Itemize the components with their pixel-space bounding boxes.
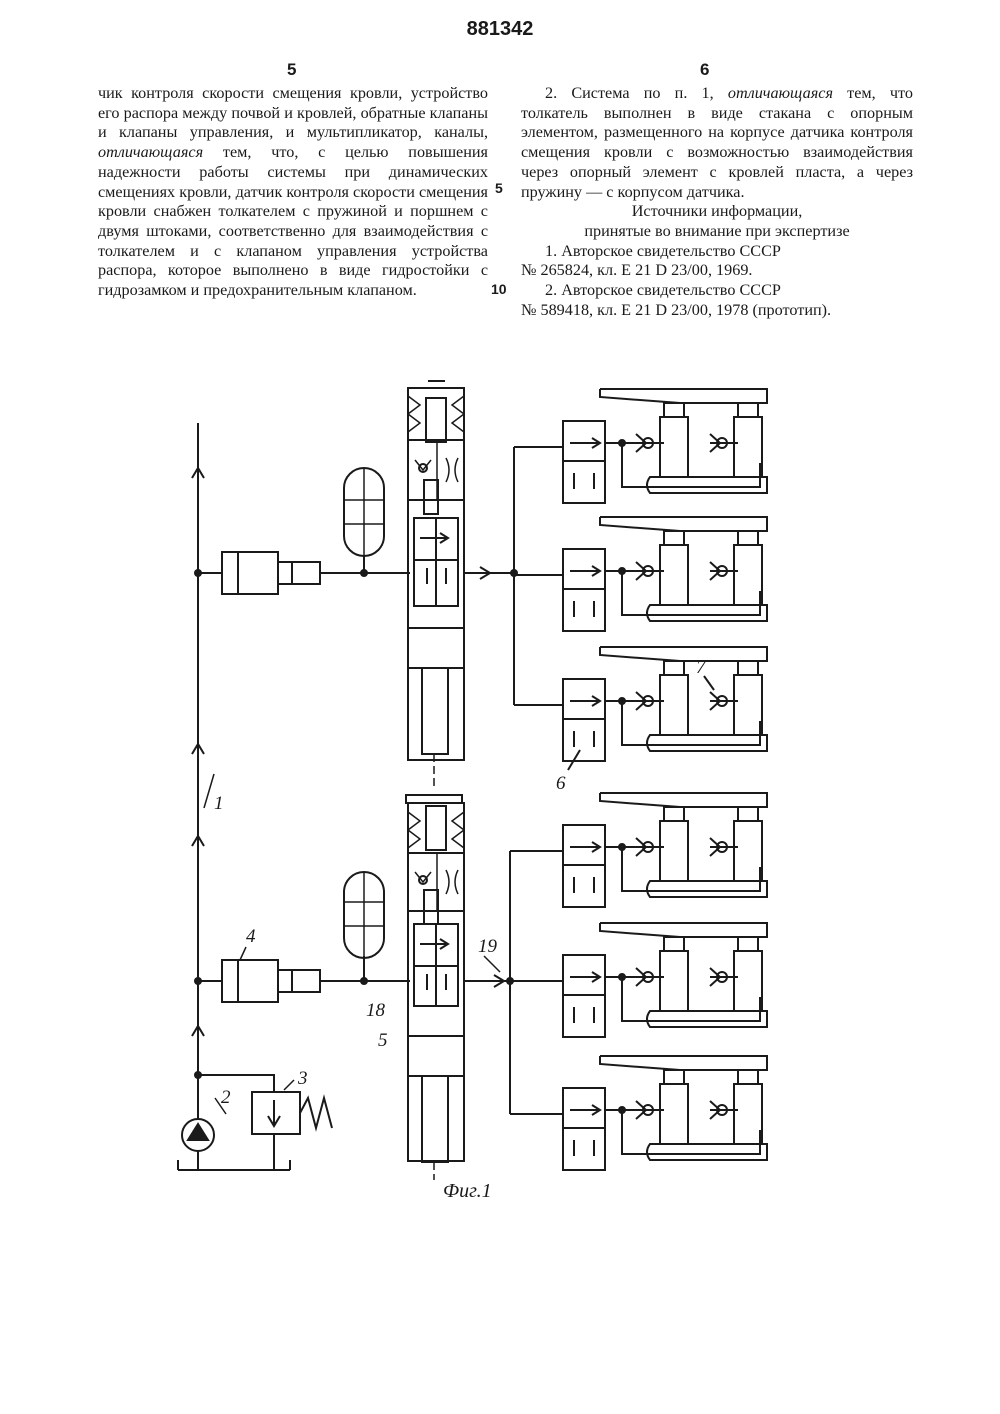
prop-rod: [738, 807, 758, 821]
pusher-spring-right: [452, 396, 464, 432]
prop-cylinder: [734, 545, 762, 605]
support-units: [510, 389, 767, 1170]
junction: [195, 570, 201, 576]
return-line: [622, 847, 760, 891]
label-6: 6: [556, 773, 566, 795]
prop-cylinder: [734, 821, 762, 881]
prop-cylinder: [734, 417, 762, 477]
return-line: [622, 1110, 760, 1154]
pusher-spring-left: [408, 812, 420, 848]
prop-base: [647, 881, 767, 897]
relief-valve: [252, 1092, 300, 1134]
roof-canopy: [600, 1056, 767, 1070]
relief-valve-line: [198, 1075, 274, 1092]
pusher-cup: [408, 803, 464, 853]
prop-base: [647, 735, 767, 751]
roof-canopy: [600, 389, 767, 403]
prop-rod: [664, 661, 684, 675]
label-4: 4: [246, 926, 256, 948]
sensor-stem: [424, 890, 438, 924]
prop-rod: [664, 937, 684, 951]
label-19-leader: [484, 956, 500, 972]
prop-rod: [738, 1070, 758, 1084]
pusher-spring-right: [452, 812, 464, 848]
prop-base: [647, 1011, 767, 1027]
label-19: 19: [478, 936, 497, 958]
prop-rod: [738, 531, 758, 545]
return-line: [622, 701, 760, 745]
return-line: [622, 571, 760, 615]
pusher-top: [406, 795, 462, 803]
junction: [195, 978, 201, 984]
prop-rod: [664, 403, 684, 417]
prop-rod: [738, 937, 758, 951]
prop-cylinder: [734, 1084, 762, 1144]
throttle-symbol: [446, 870, 458, 894]
figure-caption: Фиг.1: [443, 1180, 492, 1203]
sensor-lower-rod: [422, 668, 448, 754]
label-4-leader: [240, 947, 246, 960]
prop-cylinder: [660, 545, 688, 605]
throttle-symbol: [446, 458, 458, 482]
sensor-lower-rod: [422, 1076, 448, 1162]
label-7-leader: [704, 676, 714, 690]
prop-rod: [664, 531, 684, 545]
multiplier-small-cylinder: [278, 970, 320, 992]
pusher-rod: [426, 806, 446, 850]
label-2: 2: [221, 1087, 231, 1109]
relief-valve-spring: [300, 1098, 332, 1128]
roof-canopy: [600, 793, 767, 807]
roof-canopy: [600, 923, 767, 937]
prop-rod: [664, 807, 684, 821]
label-1-leader: [204, 774, 214, 808]
pusher-spring-left: [408, 396, 420, 432]
roof-canopy: [600, 517, 767, 531]
prop-cylinder: [660, 821, 688, 881]
prop-rod: [664, 1070, 684, 1084]
label-3: 3: [298, 1068, 308, 1090]
prop-cylinder: [734, 675, 762, 735]
prop-base: [647, 605, 767, 621]
prop-base: [647, 1144, 767, 1160]
pusher-cup: [408, 388, 464, 440]
multiplier-small-cylinder: [278, 562, 320, 584]
label-3-leader: [284, 1080, 294, 1090]
prop-base: [647, 477, 767, 493]
return-line: [622, 443, 760, 487]
prop-cylinder: [734, 951, 762, 1011]
sensor-stem: [424, 480, 438, 514]
prop-cylinder: [660, 1084, 688, 1144]
label-18: 18: [366, 1000, 385, 1022]
prop-cylinder: [660, 675, 688, 735]
roof-canopy: [600, 647, 767, 661]
multiplier-large-cylinder: [222, 552, 278, 594]
pusher-rod: [426, 398, 446, 442]
prop-rod: [738, 661, 758, 675]
prop-rod: [738, 403, 758, 417]
label-1: 1: [214, 793, 224, 815]
return-line: [622, 977, 760, 1021]
prop-cylinder: [660, 951, 688, 1011]
label-5: 5: [378, 1030, 388, 1052]
multiplier-large-cylinder: [222, 960, 278, 1002]
prop-cylinder: [660, 417, 688, 477]
pump-arrow: [188, 1124, 208, 1140]
label-7: 7: [696, 657, 706, 679]
